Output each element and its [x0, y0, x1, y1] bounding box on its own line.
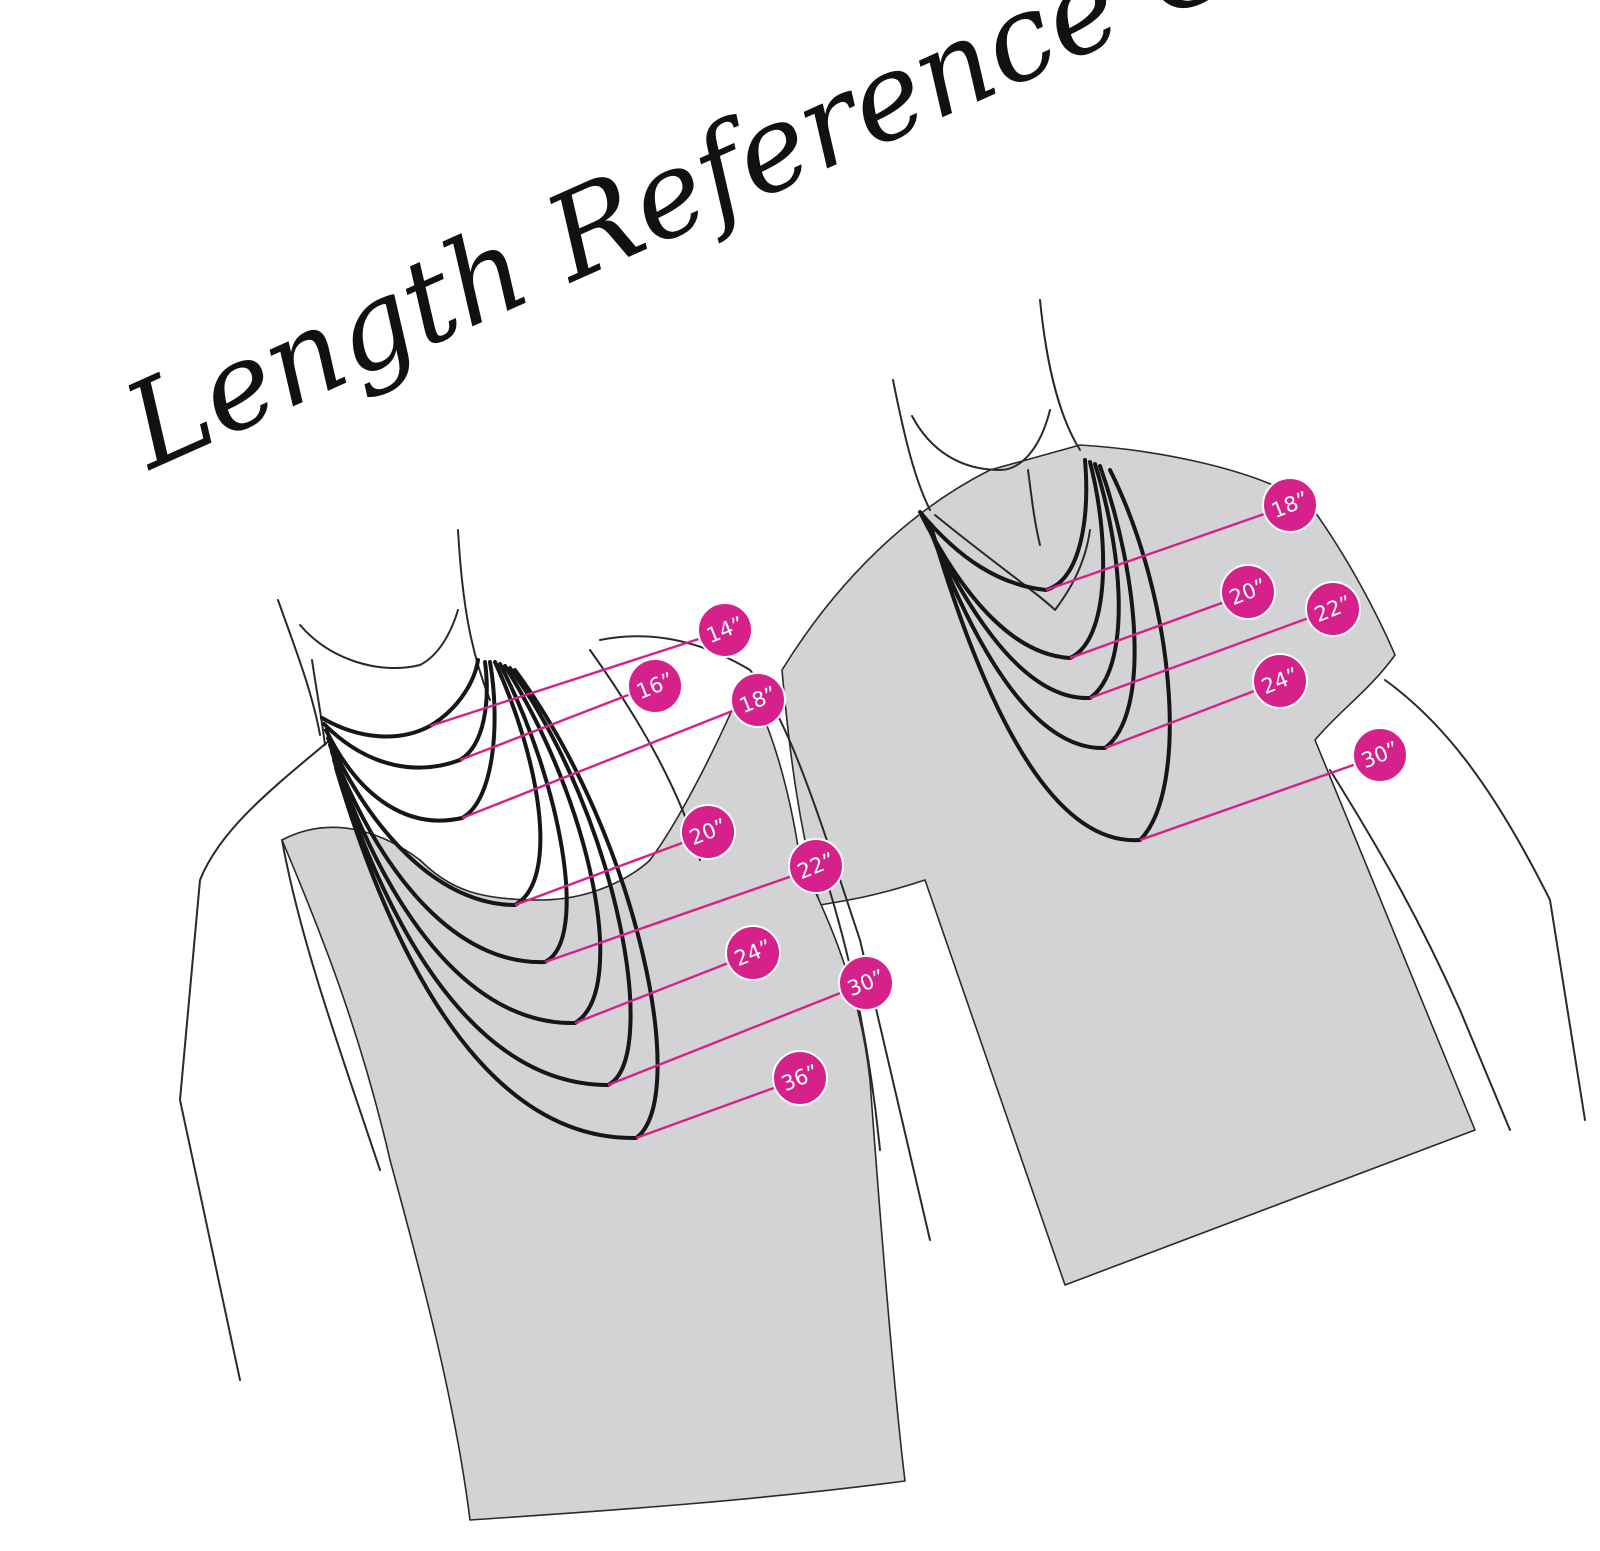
length-badge	[1352, 727, 1408, 783]
female-marker-24: 24”	[574, 925, 781, 1025]
male-jaw	[911, 409, 1051, 471]
female-marker-36: 36”	[635, 1050, 828, 1140]
female-neck-right	[457, 529, 491, 701]
female-neck-left	[277, 599, 321, 736]
female-strand-6	[330, 664, 603, 1026]
leader-line	[1089, 614, 1315, 700]
female-left-shoulder	[179, 739, 331, 1381]
leader-line	[1069, 598, 1231, 660]
male-marker-22: 22”	[1089, 581, 1361, 700]
length-badge	[788, 838, 844, 894]
length-badge	[1220, 564, 1276, 620]
length-badge	[730, 672, 786, 728]
leader-line	[574, 958, 737, 1025]
male-figure	[781, 299, 1586, 1286]
female-marker-22: 22”	[544, 838, 844, 964]
male-marker-24: 24”	[1104, 653, 1308, 750]
female-marker-20: 20”	[514, 804, 736, 907]
male-right-arm-outline	[1384, 679, 1586, 1121]
male-neck-left	[892, 379, 931, 511]
female-jaw	[299, 609, 459, 669]
length-badge	[697, 602, 753, 658]
female-strand-1	[320, 658, 480, 739]
leader-line	[1104, 686, 1263, 750]
leader-line	[544, 872, 799, 964]
leader-line	[607, 988, 849, 1087]
male-neck-detail	[1027, 469, 1041, 546]
leader-line	[429, 634, 709, 728]
female-length-markers: 14” 16” 18” 20” 22” 24”	[429, 602, 894, 1140]
female-left-arm-inner	[281, 839, 381, 1171]
male-marker-30: 30”	[1139, 727, 1408, 842]
length-badge	[1305, 581, 1361, 637]
male-marker-18: 18”	[1045, 477, 1318, 592]
male-marker-20: 20”	[1069, 564, 1276, 660]
male-right-arm-inner	[1329, 769, 1511, 1131]
female-strap-left	[311, 659, 326, 746]
length-badge	[725, 925, 781, 981]
female-marker-16: 16”	[459, 658, 683, 762]
length-badge	[838, 955, 894, 1011]
male-collar	[934, 514, 1091, 611]
length-badge	[1252, 653, 1308, 709]
length-badge	[1262, 477, 1318, 533]
male-neck-right	[1039, 299, 1081, 451]
length-badge	[680, 804, 736, 860]
female-marker-30: 30”	[607, 955, 894, 1087]
male-length-markers: 18” 20” 22” 24” 30”	[1045, 477, 1408, 842]
leader-line	[635, 1083, 783, 1140]
leader-line	[461, 706, 741, 820]
female-marker-14: 14”	[429, 602, 753, 728]
length-badge	[772, 1050, 828, 1106]
female-marker-18: 18”	[461, 672, 786, 820]
leader-line	[1139, 760, 1363, 842]
leader-line	[1045, 510, 1271, 592]
page-title: Length Reference Guide	[103, 0, 1496, 496]
leader-line	[514, 838, 691, 907]
length-badge	[627, 658, 683, 714]
leader-line	[459, 690, 637, 762]
female-strand-2	[322, 660, 489, 770]
